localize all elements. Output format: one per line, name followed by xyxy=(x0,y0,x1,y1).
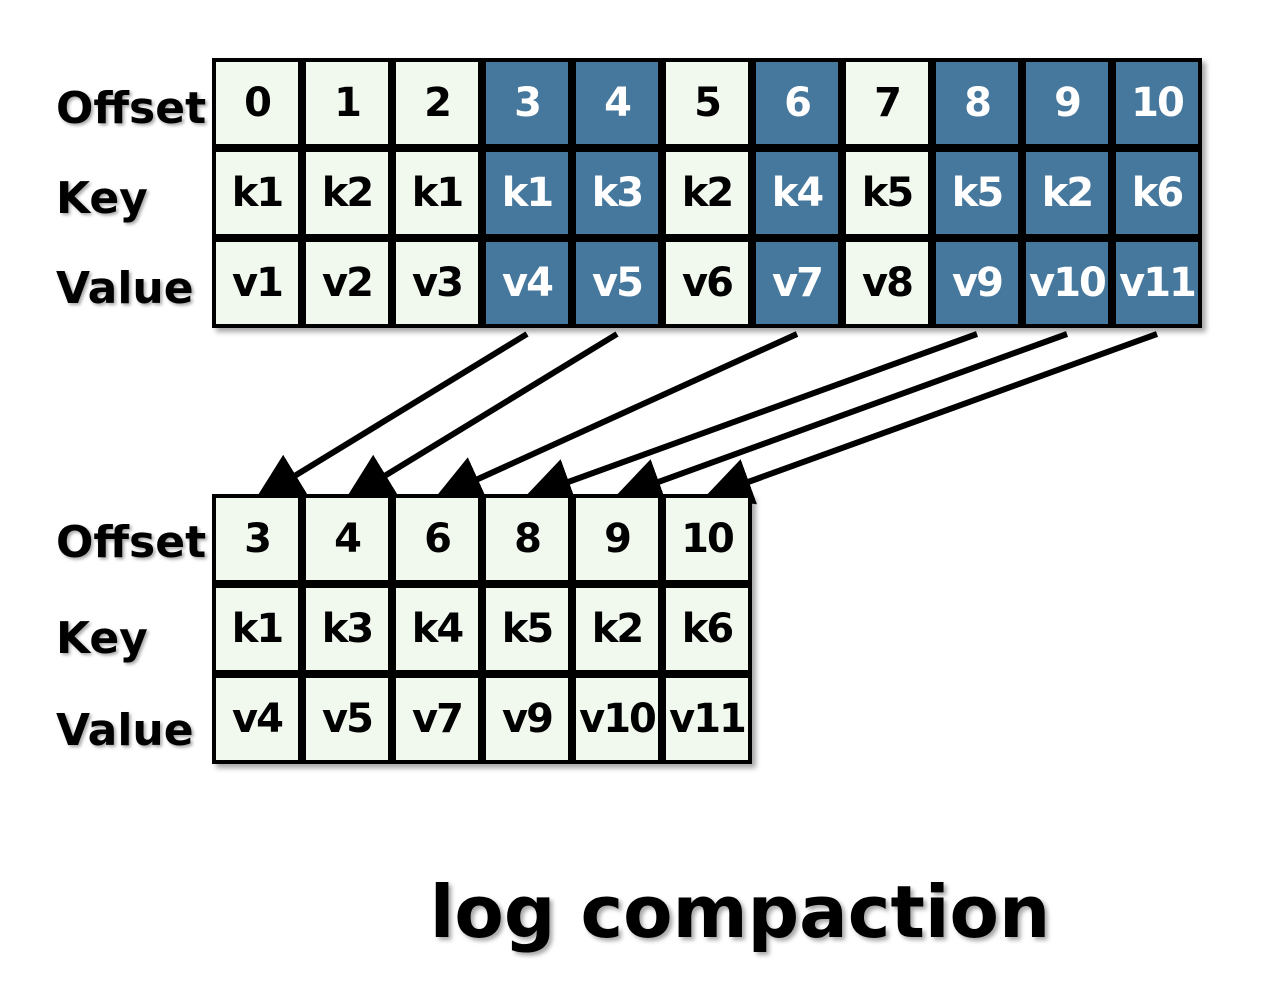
before-value-cell: v2 xyxy=(306,242,388,324)
after-offset-cell: 9 xyxy=(576,498,658,580)
after-offset-cell: 6 xyxy=(396,498,478,580)
before-value-cell: v6 xyxy=(666,242,748,324)
diagram-caption: log compaction xyxy=(429,870,1051,954)
before-key-label: Key xyxy=(56,173,148,224)
before-offset-cell: 7 xyxy=(846,62,928,144)
compaction-arrow xyxy=(523,331,979,505)
after-value-cell: v7 xyxy=(396,678,478,760)
after-key-cell: k3 xyxy=(306,588,388,670)
before-key-cell: k5 xyxy=(936,152,1018,234)
before-value-cell: v8 xyxy=(846,242,928,324)
before-key-cell: k1 xyxy=(396,152,478,234)
before-offset-cell: 5 xyxy=(666,62,748,144)
before-value-label: Value xyxy=(56,263,194,314)
before-value-cell: v5 xyxy=(576,242,658,324)
after-offset-cell: 10 xyxy=(666,498,748,580)
before-offset-cell: 10 xyxy=(1116,62,1198,144)
after-key-cell: k4 xyxy=(396,588,478,670)
after-offset-cell: 4 xyxy=(306,498,388,580)
after-value-cell: v4 xyxy=(216,678,298,760)
before-value-cell: v1 xyxy=(216,242,298,324)
before-offset-cell: 6 xyxy=(756,62,838,144)
after-key-cell: k1 xyxy=(216,588,298,670)
before-key-cell: k3 xyxy=(576,152,658,234)
after-value-cell: v9 xyxy=(486,678,568,760)
before-offset-cell: 4 xyxy=(576,62,658,144)
before-offset-cell: 9 xyxy=(1026,62,1108,144)
before-offset-cell: 8 xyxy=(936,62,1018,144)
after-key-cell: k5 xyxy=(486,588,568,670)
compaction-arrow xyxy=(703,331,1159,505)
after-key-label: Key xyxy=(56,613,148,664)
compaction-arrow xyxy=(613,331,1069,505)
before-offset-cell: 2 xyxy=(396,62,478,144)
before-key-cell: k6 xyxy=(1116,152,1198,234)
before-value-cell: v10 xyxy=(1026,242,1108,324)
after-key-cell: k2 xyxy=(576,588,658,670)
after-offset-label: Offset xyxy=(56,517,207,568)
after-offset-cell: 3 xyxy=(216,498,298,580)
compaction-arrow xyxy=(344,331,619,501)
before-key-cell: k5 xyxy=(846,152,928,234)
before-value-cell: v4 xyxy=(486,242,568,324)
before-key-cell: k1 xyxy=(486,152,568,234)
compaction-arrow xyxy=(254,331,529,501)
before-key-cell: k2 xyxy=(1026,152,1108,234)
before-offset-cell: 0 xyxy=(216,62,298,144)
after-offset-cell: 8 xyxy=(486,498,568,580)
before-key-cell: k2 xyxy=(306,152,388,234)
before-offset-label: Offset xyxy=(56,83,207,134)
before-value-cell: v9 xyxy=(936,242,1018,324)
after-value-label: Value xyxy=(56,705,194,756)
before-value-cell: v3 xyxy=(396,242,478,324)
before-value-cell: v11 xyxy=(1116,242,1198,324)
after-value-cell: v10 xyxy=(576,678,658,760)
before-key-cell: k2 xyxy=(666,152,748,234)
before-key-cell: k4 xyxy=(756,152,838,234)
after-key-cell: k6 xyxy=(666,588,748,670)
after-value-cell: v5 xyxy=(306,678,388,760)
after-value-cell: v11 xyxy=(666,678,748,760)
before-offset-cell: 3 xyxy=(486,62,568,144)
before-key-cell: k1 xyxy=(216,152,298,234)
compaction-arrow xyxy=(434,331,799,501)
before-offset-cell: 1 xyxy=(306,62,388,144)
before-value-cell: v7 xyxy=(756,242,838,324)
